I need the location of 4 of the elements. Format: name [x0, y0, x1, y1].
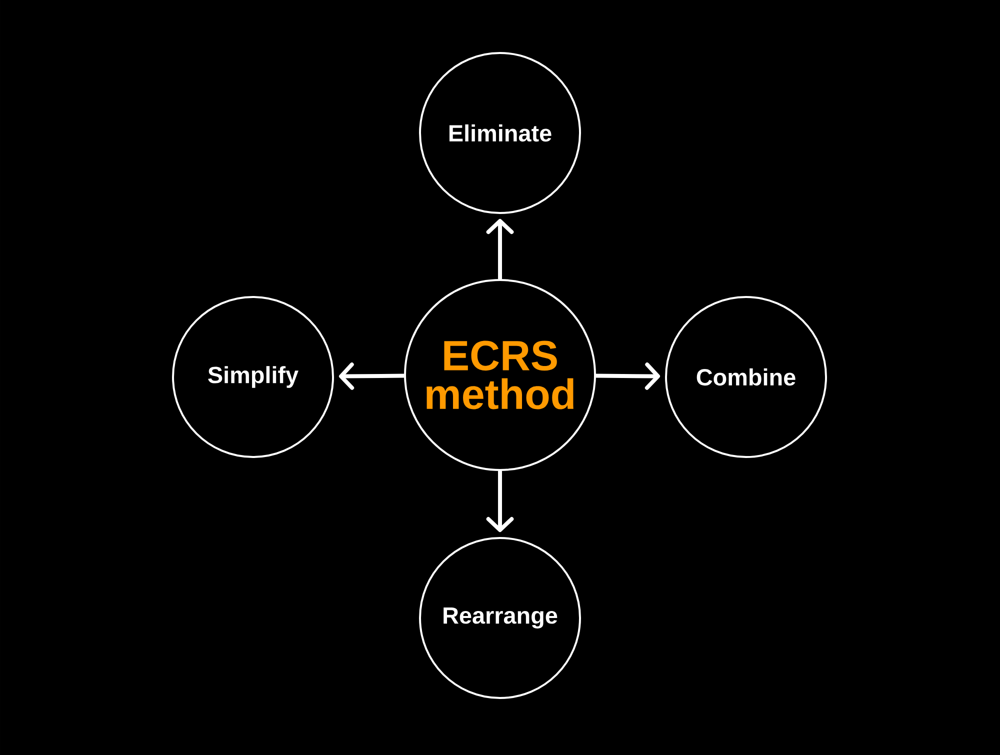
- arrow: [486, 471, 514, 532]
- arrow: [596, 362, 660, 390]
- arrow: [339, 362, 404, 390]
- arrow: [486, 219, 514, 279]
